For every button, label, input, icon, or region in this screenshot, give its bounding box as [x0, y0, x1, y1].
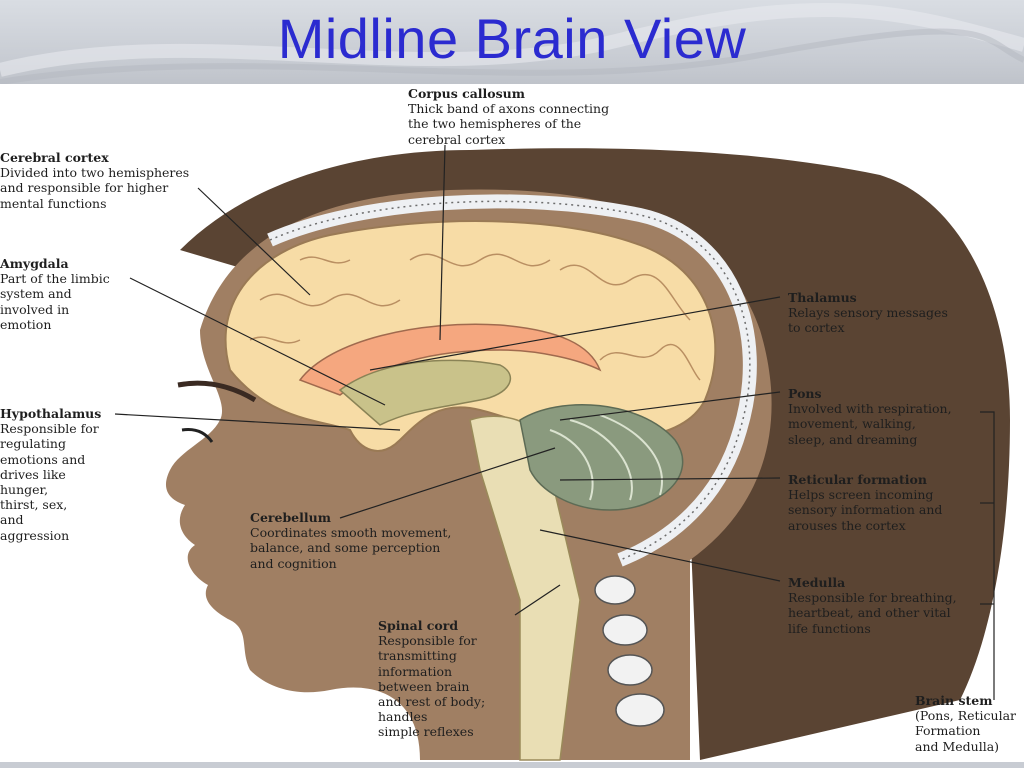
label-reticular-formation: Reticular formation Helps screen incomin… — [788, 472, 943, 533]
label-cerebellum: Cerebellum Coordinates smooth movement, … — [250, 510, 452, 571]
label-thalamus: Thalamus Relays sensory messages to cort… — [788, 290, 948, 336]
label-cerebral-cortex: Cerebral cortex Divided into two hemisph… — [0, 150, 190, 211]
label-corpus-callosum: Corpus callosum Thick band of axons conn… — [408, 86, 610, 147]
slide-bottom-bar — [0, 762, 1024, 768]
label-medulla: Medulla Responsible for breathing, heart… — [788, 575, 957, 636]
label-pons: Pons Involved with respiration, movement… — [788, 386, 952, 447]
eyebrow — [177, 380, 257, 403]
eye — [181, 428, 214, 443]
label-amygdala: Amygdala Part of the limbic system and i… — [0, 256, 110, 332]
skull — [267, 194, 757, 567]
label-hypothalamus: Hypothalamus Responsible for regulating … — [0, 406, 102, 543]
slide-title: Midline Brain View — [277, 7, 747, 70]
header-swirl-decoration — [0, 2, 1024, 84]
label-spinal-cord: Spinal cord Responsible for transmitting… — [378, 618, 486, 740]
title-bar: Midline Brain View — [0, 0, 1024, 84]
label-brain-stem: Brain stem (Pons, Reticular Formation an… — [915, 693, 1017, 754]
